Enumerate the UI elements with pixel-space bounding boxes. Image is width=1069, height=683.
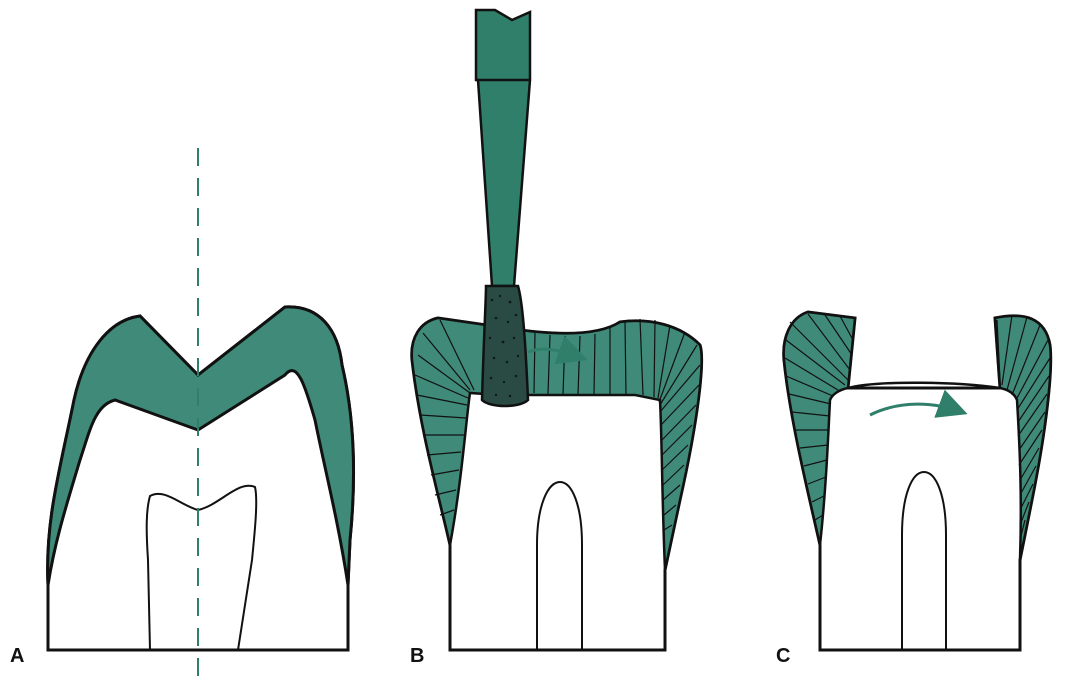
panel-c-label: C	[776, 645, 790, 667]
panel-b-bur-shank	[476, 10, 530, 286]
panel-b: B	[410, 10, 702, 667]
panel-b-label: B	[410, 645, 424, 667]
panel-a: A	[10, 148, 354, 683]
panel-a-label: A	[10, 645, 24, 667]
panel-b-bur-head	[482, 286, 528, 406]
panel-c: C	[776, 312, 1051, 667]
